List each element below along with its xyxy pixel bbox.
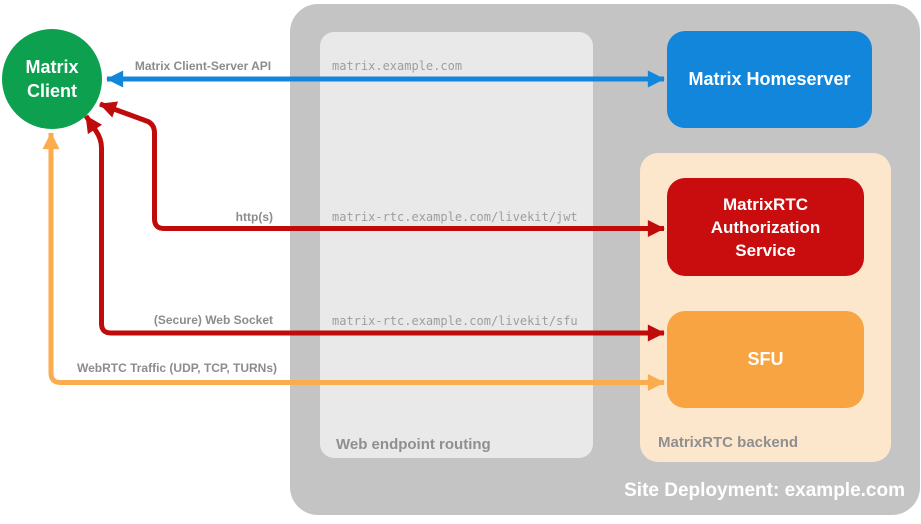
matrix-homeserver-node: Matrix Homeserver (667, 31, 872, 128)
matrix-client-node: Matrix Client (2, 29, 102, 129)
matrixrtc-authorization-service-node: MatrixRTC Authorization Service (667, 178, 864, 276)
endpoint-livekit-sfu: matrix-rtc.example.com/livekit/sfu (332, 314, 578, 328)
matrix-homeserver-label: Matrix Homeserver (688, 69, 851, 89)
arrow-label-client-server-api: Matrix Client-Server API (134, 59, 272, 73)
matrixrtc-authorization-service-label: MatrixRTC Authorization Service (710, 194, 821, 260)
arrow-label-webrtc-traffic: WebRTC Traffic (UDP, TCP, TURNs) (76, 361, 277, 375)
arrow-label-https: http(s) (235, 210, 273, 224)
matrixrtc-backend-label: MatrixRTC backend (658, 434, 799, 451)
sfu-node: SFU (667, 311, 864, 408)
web-endpoint-routing-container (320, 32, 593, 458)
arrow-label-websocket: (Secure) Web Socket (153, 313, 273, 327)
endpoint-matrix-example-com: matrix.example.com (332, 59, 463, 73)
endpoint-livekit-jwt: matrix-rtc.example.com/livekit/jwt (332, 210, 578, 224)
matrix-client-label: Matrix Client (25, 57, 79, 101)
web-endpoint-routing-label: Web endpoint routing (336, 436, 491, 453)
site-deployment-label: Site Deployment: example.com (624, 480, 905, 501)
sfu-label: SFU (747, 349, 784, 369)
